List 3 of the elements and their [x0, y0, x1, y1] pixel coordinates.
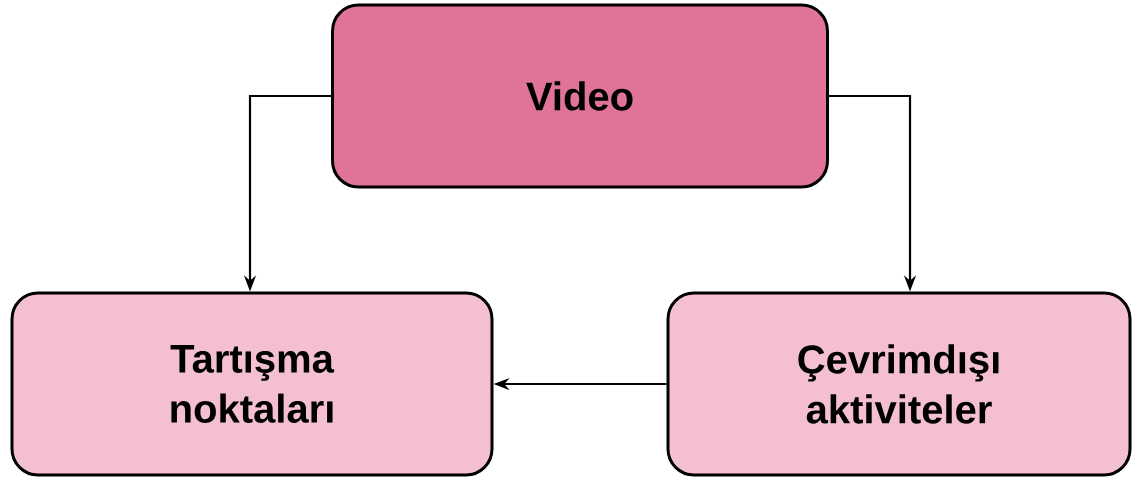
- process-box: Çevrimdışı aktiviteler: [666, 291, 1132, 477]
- process-box: Video: [331, 3, 829, 189]
- process-box: Tartışma noktaları: [10, 291, 494, 477]
